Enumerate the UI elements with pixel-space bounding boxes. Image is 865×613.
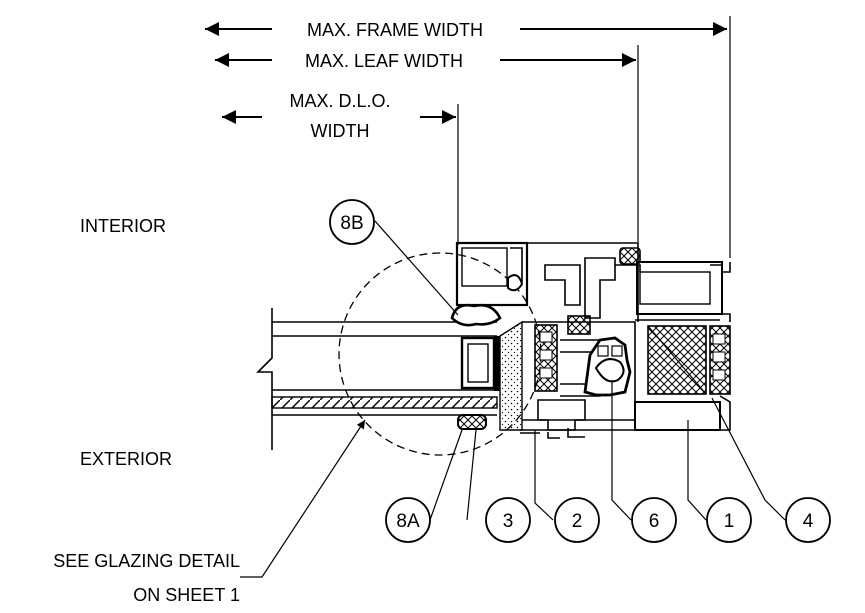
glazing-bead: [455, 241, 529, 307]
callout-8b: 8B: [329, 199, 375, 245]
callout-2-label: 2: [572, 511, 583, 532]
exterior-gasket: [457, 414, 487, 430]
sash-profile: [522, 315, 636, 439]
callout-8a: 8A: [385, 497, 431, 543]
callout-4-label: 4: [803, 511, 814, 532]
glazing-detail-note: SEE GLAZING DETAIL ON SHEET 1: [53, 551, 240, 605]
callout-8b-label: 8B: [340, 213, 363, 234]
frame-width-label: MAX. FRAME WIDTH: [307, 20, 483, 40]
callout-8a-label: 8A: [396, 511, 420, 532]
leaf-width-dimension: MAX. LEAF WIDTH: [215, 45, 639, 242]
callout-1: 1: [706, 497, 752, 543]
callout-3: 3: [485, 497, 531, 543]
dlo-width-label-line1: MAX. D.L.O.: [289, 91, 390, 111]
callout-6: 6: [631, 497, 677, 543]
glazing-note-line2: ON SHEET 1: [133, 585, 240, 605]
callout-leaders: [240, 220, 786, 578]
callout-6-label: 6: [649, 511, 660, 532]
exterior-label: EXTERIOR: [80, 449, 172, 469]
leaf-width-label: MAX. LEAF WIDTH: [305, 51, 463, 71]
glazing-note-line1: SEE GLAZING DETAIL: [53, 551, 240, 571]
frame-width-dimension: MAX. FRAME WIDTH: [205, 16, 731, 258]
structural-silicone: [499, 320, 523, 431]
dlo-width-dimension: MAX. D.L.O. WIDTH: [222, 91, 459, 245]
dlo-width-label-line2: WIDTH: [311, 121, 370, 141]
glazing-unit: [256, 308, 500, 450]
callout-3-label: 3: [503, 511, 514, 532]
callout-1-label: 1: [724, 511, 735, 532]
callout-2: 2: [554, 497, 600, 543]
callout-4: 4: [785, 497, 831, 543]
outer-frame: [634, 261, 731, 431]
hardware-gasket: [583, 336, 632, 397]
interior-label: INTERIOR: [80, 216, 166, 236]
interior-gasket: [450, 303, 502, 327]
